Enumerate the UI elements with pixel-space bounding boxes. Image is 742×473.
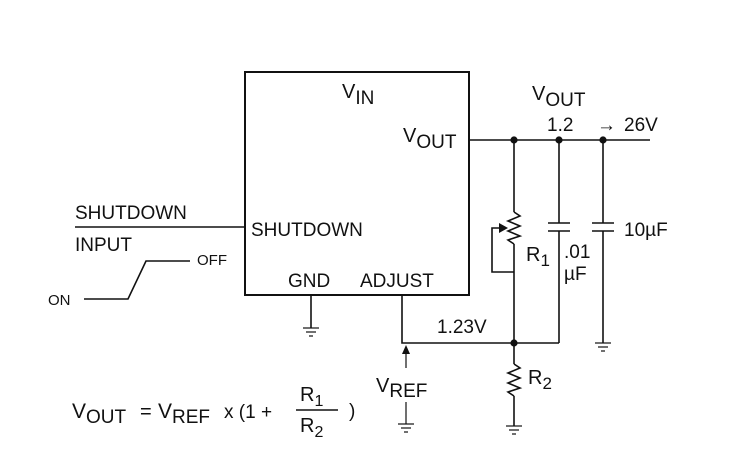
shutdown-switch-waveform xyxy=(84,260,190,300)
regulator-chip xyxy=(244,71,470,296)
c1-value-line2: µF xyxy=(564,264,587,285)
ground-icon xyxy=(303,327,319,337)
shutdown-input-line1: SHUTDOWN xyxy=(75,203,187,224)
output-vout-label: VOUT xyxy=(532,83,586,111)
shutdown-pin-label: SHUTDOWN xyxy=(251,220,363,241)
vref-label: VREF xyxy=(376,375,427,402)
r1-resistor xyxy=(505,211,523,245)
c1-value-line1: .01 xyxy=(564,242,590,263)
ground-icon xyxy=(595,342,611,352)
output-range-arrow: → xyxy=(597,115,616,136)
switch-off-label: OFF xyxy=(197,252,227,269)
adjust-wire xyxy=(401,295,559,344)
gnd-pin-label: GND xyxy=(288,271,330,292)
formula-denominator: R2 xyxy=(300,415,323,441)
adjust-voltage-label: 1.23V xyxy=(437,317,487,338)
r1-label: R1 xyxy=(526,244,550,270)
adjust-pin-label: ADJUST xyxy=(360,271,434,292)
r2-resistor xyxy=(505,363,523,397)
output-range-high: 26V xyxy=(624,115,658,136)
output-range-low: 1.2 xyxy=(547,115,573,136)
ground-icon xyxy=(506,425,522,435)
formula-lhs: VOUT xyxy=(72,400,127,428)
shutdown-input-line2: INPUT xyxy=(75,235,132,256)
vref-arrow-head xyxy=(402,345,410,354)
switch-on-label: ON xyxy=(48,292,71,309)
c2-value: 10µF xyxy=(624,220,668,241)
r2-label: R2 xyxy=(528,367,552,393)
formula-vref: VREF xyxy=(158,400,210,428)
vin-pin-label: VIN xyxy=(342,81,374,109)
formula-numerator: R1 xyxy=(300,384,323,410)
r1-wiper-arrow xyxy=(499,223,508,233)
formula-times: x (1 + xyxy=(224,402,272,423)
formula-close-paren: ) xyxy=(349,401,355,422)
formula-equals: = xyxy=(140,401,152,423)
vout-pin-label: VOUT xyxy=(403,125,457,153)
r1-wiper-loop xyxy=(491,227,514,273)
ground-icon xyxy=(398,423,414,433)
